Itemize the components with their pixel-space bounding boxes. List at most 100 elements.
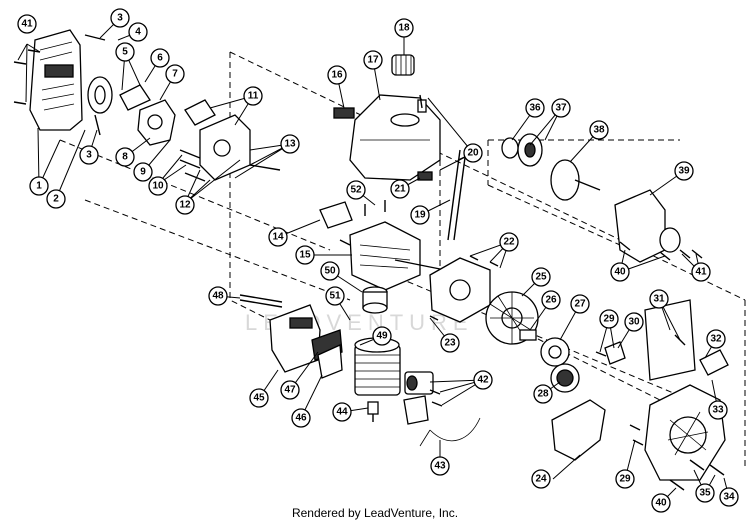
callout-19: 19 (410, 205, 430, 225)
carburetor-assembly (119, 84, 251, 181)
callout-number: 12 (179, 200, 191, 211)
air-filter-housing (29, 29, 83, 131)
callout-2: 2 (46, 189, 66, 209)
gasket (319, 201, 353, 229)
callout-4: 4 (128, 22, 148, 42)
callout-number: 47 (284, 385, 296, 396)
starter-plate (644, 299, 696, 381)
callout-number: 4 (135, 27, 141, 38)
callout-21: 21 (390, 179, 410, 199)
callout-labels: 1233456789101112131415161718192021222324… (17, 8, 739, 513)
callout-number: 22 (503, 237, 515, 248)
muffler (269, 304, 321, 373)
clutch-housing (614, 189, 681, 263)
callout-number: 37 (555, 103, 567, 114)
starter-handle (699, 349, 729, 376)
callout-24: 24 (531, 469, 551, 489)
callout-49: 49 (372, 326, 392, 346)
callout-number: 1 (36, 181, 42, 192)
callout-45: 45 (249, 388, 269, 408)
callout-number: 28 (537, 389, 549, 400)
callout-number: 19 (414, 210, 426, 221)
callout-28: 28 (533, 384, 553, 404)
callout-number: 34 (723, 492, 735, 503)
callout-7: 7 (165, 64, 185, 84)
callout-37: 37 (551, 98, 571, 118)
callout-number: 38 (593, 125, 605, 136)
callout-16: 16 (327, 65, 347, 85)
drive-guard (551, 399, 606, 461)
callout-9: 9 (133, 162, 153, 182)
callout-number: 10 (152, 181, 164, 192)
callout-number: 7 (172, 69, 178, 80)
callout-3-2: 3 (79, 145, 99, 165)
callout-8: 8 (115, 147, 135, 167)
callout-31: 31 (649, 289, 669, 309)
callout-26: 26 (541, 290, 561, 310)
callout-51: 51 (325, 286, 345, 306)
starter-housing (644, 384, 726, 481)
callout-number: 23 (444, 338, 456, 349)
callout-number: 13 (284, 139, 296, 150)
callout-17: 17 (363, 50, 383, 70)
callout-number: 14 (272, 232, 284, 243)
callout-23: 23 (440, 333, 460, 353)
callout-13: 13 (280, 134, 300, 154)
air-filter (87, 76, 113, 114)
callout-3: 3 (110, 8, 130, 28)
callout-number: 15 (299, 250, 311, 261)
footer-credit: Rendered by LeadVenture, Inc. (291, 506, 459, 520)
callout-number: 40 (655, 498, 667, 509)
callout-44: 44 (332, 402, 352, 422)
fuel-tank (349, 94, 441, 181)
callout-number: 16 (331, 70, 343, 81)
ignition-wire (419, 417, 481, 447)
callout-18: 18 (394, 18, 414, 38)
callout-number: 44 (336, 407, 348, 418)
callout-number: 6 (157, 53, 163, 64)
callout-number: 26 (545, 295, 557, 306)
callout-number: 33 (712, 405, 724, 416)
callout-11: 11 (243, 86, 263, 106)
callout-number: 36 (529, 103, 541, 114)
callout-number: 48 (212, 291, 224, 302)
callout-number: 31 (653, 294, 665, 305)
callout-32: 32 (706, 329, 726, 349)
callout-number: 46 (295, 413, 307, 424)
callout-40-2: 40 (651, 493, 671, 513)
callout-35: 35 (695, 483, 715, 503)
callout-40: 40 (610, 262, 630, 282)
callout-25: 25 (531, 267, 551, 287)
piston (362, 286, 388, 314)
callout-number: 43 (434, 461, 446, 472)
callout-36: 36 (525, 98, 545, 118)
crankcase (349, 221, 456, 291)
clutch-parts (519, 329, 580, 393)
callout-33: 33 (708, 400, 728, 420)
callout-48: 48 (208, 286, 228, 306)
callout-52: 52 (346, 180, 366, 200)
callout-number: 29 (603, 314, 615, 325)
callout-number: 2 (53, 194, 59, 205)
callout-5: 5 (115, 42, 135, 62)
callout-number: 27 (574, 299, 586, 310)
callout-number: 35 (699, 488, 711, 499)
callout-22: 22 (499, 232, 519, 252)
callout-number: 40 (614, 267, 626, 278)
callout-number: 3 (117, 13, 123, 24)
callout-number: 49 (376, 331, 388, 342)
callout-number: 32 (710, 334, 722, 345)
callout-number: 41 (21, 19, 33, 30)
callout-number: 39 (678, 166, 690, 177)
callout-number: 8 (122, 152, 128, 163)
callout-42: 42 (473, 370, 493, 390)
callout-41-2: 41 (691, 262, 711, 282)
callout-50: 50 (320, 261, 340, 281)
callout-46: 46 (291, 408, 311, 428)
callout-43: 43 (430, 456, 450, 476)
flywheel-cover (429, 257, 491, 323)
callout-number: 9 (140, 167, 146, 178)
muffler-shield (311, 329, 343, 379)
callout-number: 45 (253, 393, 265, 404)
